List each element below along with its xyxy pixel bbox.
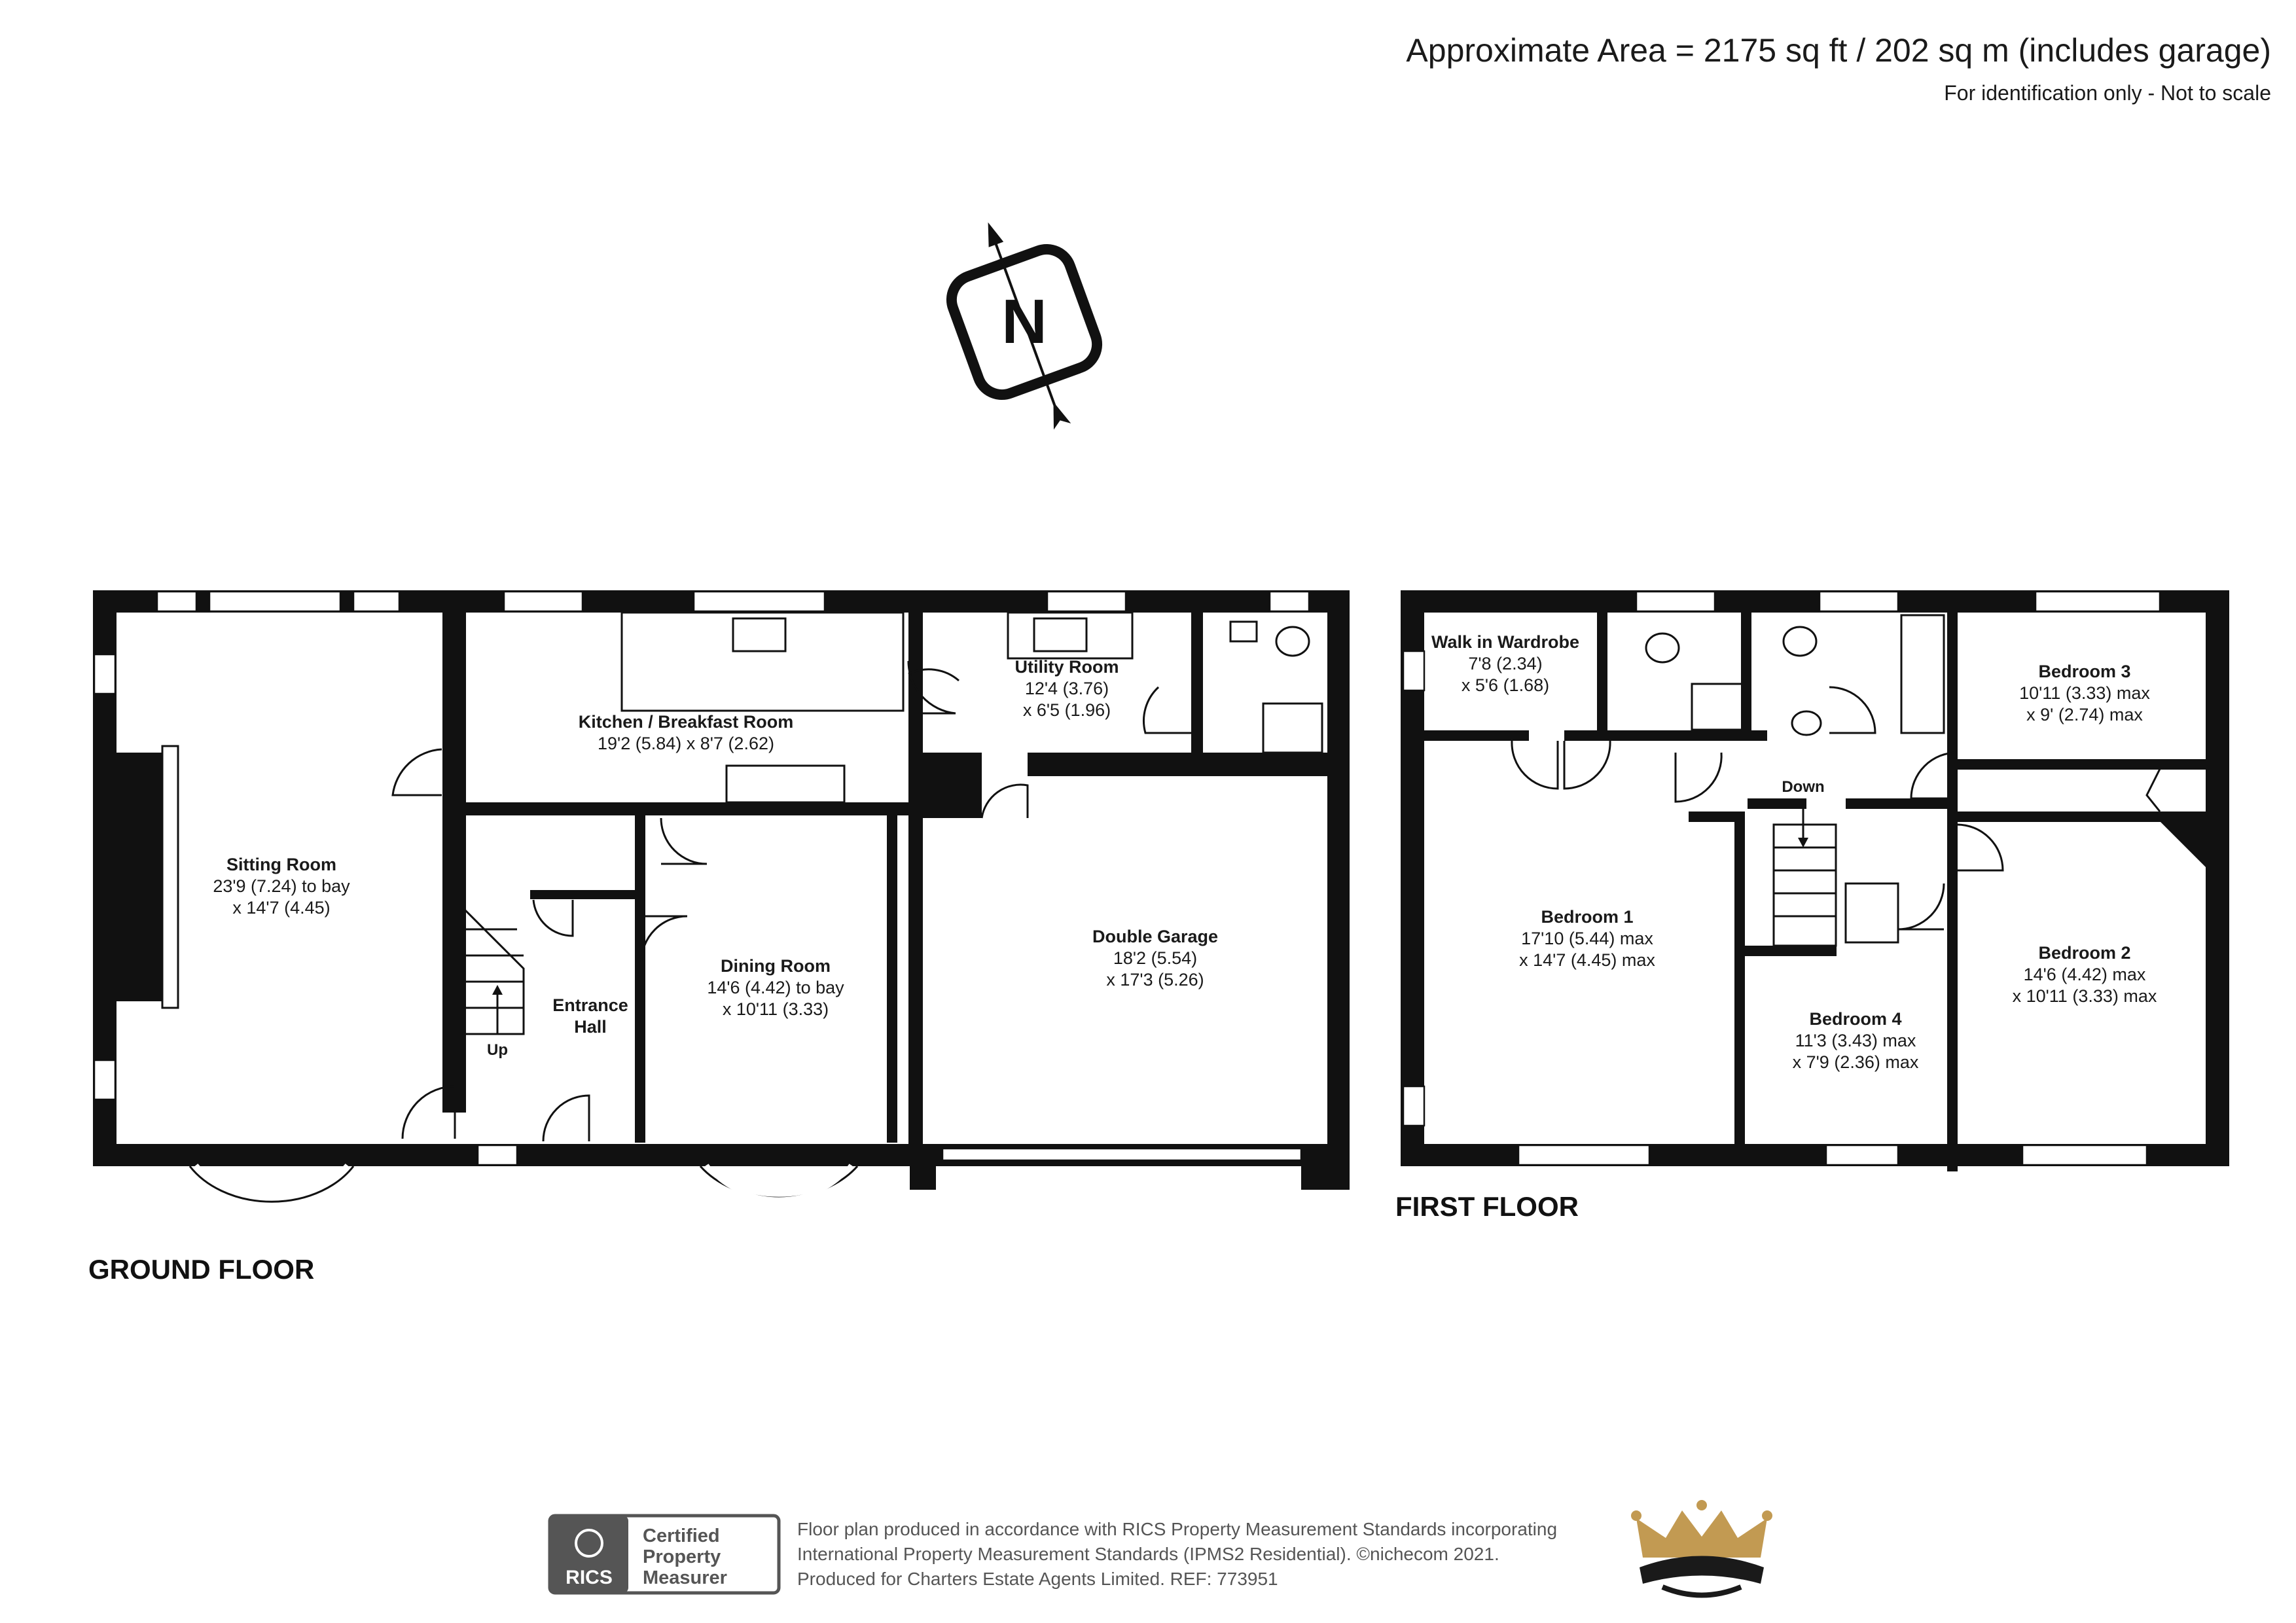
room-label-utility-line-0: Utility Room <box>1015 657 1119 677</box>
room-label-hall-line-0: Entrance <box>552 995 628 1015</box>
ground-floor-plan <box>93 590 1350 1203</box>
room-label-garage-line-1: 18'2 (5.54) <box>1113 948 1197 968</box>
room-label-bed1-line-2: x 14'7 (4.45) max <box>1519 950 1655 970</box>
room-label-dining-line-2: x 10'11 (3.33) <box>723 999 829 1019</box>
footer-line-2: International Property Measurement Stand… <box>797 1544 1499 1564</box>
room-label-sitting-line-0: Sitting Room <box>226 855 336 874</box>
footer-line-3: Produced for Charters Estate Agents Limi… <box>797 1569 1278 1589</box>
first-floor-plan <box>1401 590 2229 1171</box>
badge-line-3: Measurer <box>643 1567 727 1588</box>
approximate-area: Approximate Area = 2175 sq ft / 202 sq m… <box>1406 32 2271 69</box>
room-label-dining-line-1: 14'6 (4.42) to bay <box>707 978 844 997</box>
room-label-dining-line-0: Dining Room <box>721 956 831 976</box>
rics-lion-icon <box>575 1529 603 1558</box>
room-label-utility-line-1: 12'4 (3.76) <box>1025 679 1109 698</box>
rics-badge: RICS Certified Property Measurer <box>548 1514 781 1595</box>
room-label-bed2-line-1: 14'6 (4.42) max <box>2024 965 2146 984</box>
badge-line-2: Property <box>643 1546 721 1567</box>
rics-logo-text: RICS <box>565 1567 613 1588</box>
room-label-kitchen-line-1: 19'2 (5.84) x 8'7 (2.62) <box>598 734 774 753</box>
identification-note: For identification only - Not to scale <box>1944 81 2271 105</box>
room-label-wardrobe-line-1: 7'8 (2.34) <box>1468 654 1542 673</box>
room-label-garage-line-0: Double Garage <box>1092 927 1218 946</box>
crown-logo-icon <box>1631 1500 1772 1598</box>
room-label-bed3-line-1: 10'11 (3.33) max <box>2019 683 2150 703</box>
compass-letter: N <box>1001 287 1047 357</box>
room-label-hall-line-1: Hall <box>574 1017 607 1037</box>
room-label-bed4-line-2: x 7'9 (2.36) max <box>1793 1052 1919 1072</box>
room-label-bed1-line-1: 17'10 (5.44) max <box>1521 929 1653 948</box>
room-label-sitting-line-1: 23'9 (7.24) to bay <box>213 876 350 896</box>
room-label-bed3-line-0: Bedroom 3 <box>2038 662 2130 681</box>
room-label-wardrobe-line-0: Walk in Wardrobe <box>1431 632 1579 652</box>
compass-icon: N <box>946 222 1103 430</box>
room-label-bed4-line-0: Bedroom 4 <box>1809 1009 1901 1029</box>
room-label-bed4-line-1: 11'3 (3.43) max <box>1795 1031 1916 1050</box>
ground-floor-label: GROUND FLOOR <box>88 1254 314 1285</box>
room-label-bed2-line-2: x 10'11 (3.33) max <box>2013 986 2157 1006</box>
first-floor-label: FIRST FLOOR <box>1395 1191 1579 1222</box>
room-label-kitchen-line-0: Kitchen / Breakfast Room <box>579 712 794 732</box>
room-label-sitting-line-2: x 14'7 (4.45) <box>232 898 330 918</box>
room-label-utility-line-2: x 6'5 (1.96) <box>1023 700 1111 720</box>
room-label-bed3-line-2: x 9' (2.74) max <box>2026 705 2143 724</box>
room-label-wardrobe-line-2: x 5'6 (1.68) <box>1462 675 1549 695</box>
room-label-garage-line-2: x 17'3 (5.26) <box>1106 970 1204 990</box>
footer-line-1: Floor plan produced in accordance with R… <box>797 1519 1557 1539</box>
room-label-bed2-line-0: Bedroom 2 <box>2038 943 2130 963</box>
badge-line-1: Certified <box>643 1525 720 1546</box>
stairs-down-label: Down <box>1782 778 1824 796</box>
stairs-up-label: Up <box>487 1041 508 1059</box>
room-label-bed1-line-0: Bedroom 1 <box>1541 907 1633 927</box>
